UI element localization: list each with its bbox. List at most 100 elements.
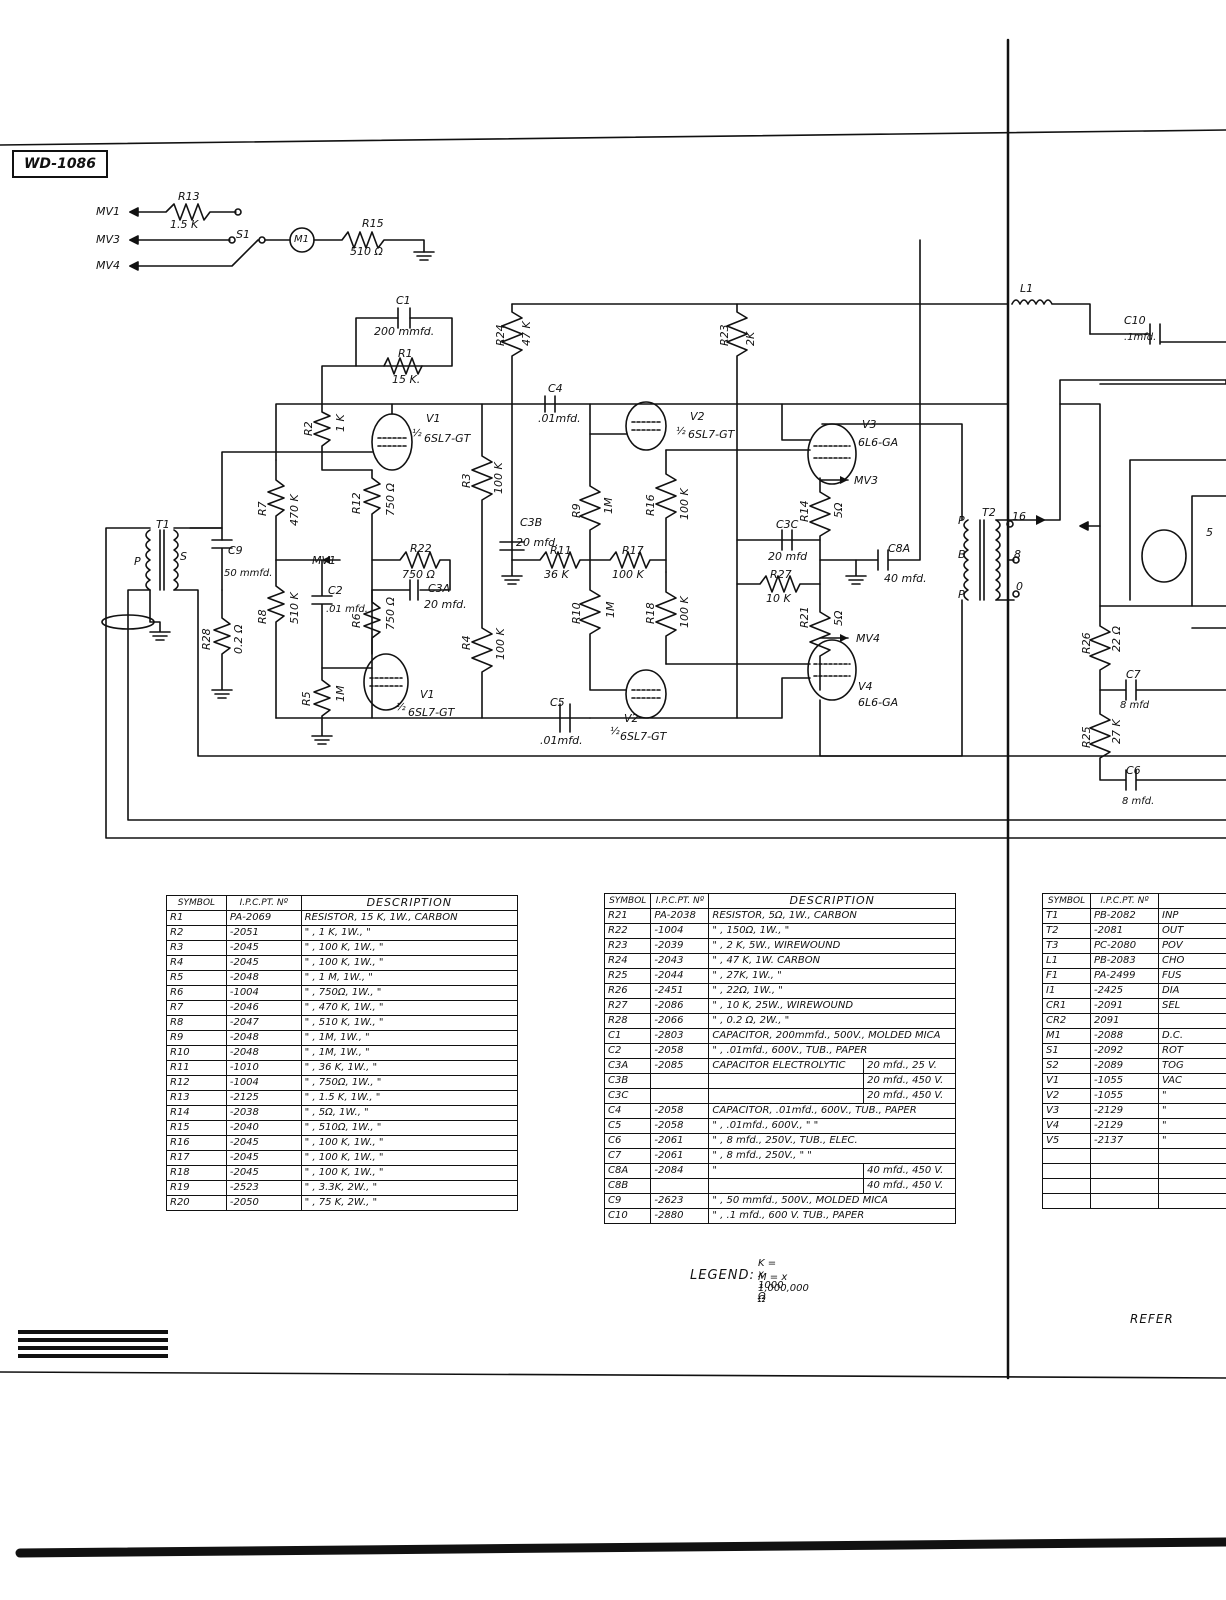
cell-symbol: R3: [166, 940, 227, 956]
cell-ipc-number: [1090, 1163, 1159, 1179]
label-r15: R15: [362, 217, 384, 230]
table-row: C8B 40 mfd., 450 V.: [603, 1178, 956, 1194]
cell-rating: 40 mfd., 450 V.: [863, 1178, 956, 1194]
cell-ipc-number: -2081: [1090, 923, 1159, 939]
cell-ipc-number: -2048: [225, 1030, 302, 1046]
cell-symbol: R7: [166, 1000, 227, 1016]
cell-description: " , 510 K, 1W., ": [300, 1015, 519, 1031]
label-c1: C1: [396, 294, 411, 307]
label-r25: R25: [1080, 726, 1093, 748]
cell-ipc-number: PA-2069: [225, 910, 302, 926]
table-row: C5-2058" , .01mfd., 600V., " ": [603, 1118, 956, 1134]
cell-symbol: C10: [603, 1208, 652, 1224]
table-row: R8-2047" , 510 K, 1W., ": [166, 1015, 519, 1031]
cell-description: CAPACITOR ELECTROLYTIC: [708, 1058, 865, 1074]
cell-rating: 20 mfd., 450 V.: [863, 1073, 956, 1089]
cell-symbol: R20: [166, 1195, 227, 1211]
cell-description: " , 750Ω, 1W., ": [300, 985, 519, 1001]
cell-description: [1158, 1178, 1226, 1194]
label-m1: M1: [294, 234, 309, 245]
cell-description: SEL: [1158, 998, 1226, 1014]
cell-description: FUS: [1158, 968, 1226, 984]
cell-symbol: R27: [603, 998, 652, 1014]
cell-ipc-number: 2091: [1090, 1013, 1159, 1029]
label-r27: R27: [770, 568, 792, 581]
cell-symbol: R12: [166, 1075, 227, 1091]
label-c5-value: .01mfd.: [540, 734, 583, 747]
cell-description: " , 100 K, 1W., ": [300, 1165, 519, 1181]
table-header-row: SYMBOL I.P.C.PT. Nº DESCRIPTION: [603, 893, 956, 909]
cell-description: " , 750Ω, 1W., ": [300, 1075, 519, 1091]
cell-ipc-number: -2058: [650, 1103, 710, 1119]
cell-symbol: CR1: [1042, 998, 1091, 1014]
table-row: R10-2048" , 1M, 1W., ": [166, 1045, 519, 1061]
cell-description: " , 100 K, 1W., ": [300, 955, 519, 971]
cell-ipc-number: -2044: [650, 968, 710, 984]
label-c2: C2: [328, 584, 343, 597]
label-c9: C9: [228, 544, 243, 557]
cell-ipc-number: -2045: [225, 1135, 302, 1151]
cell-symbol: R23: [603, 938, 652, 954]
cell-ipc-number: PC-2080: [1090, 938, 1159, 954]
cell-description: " , 100 K, 1W., ": [300, 1150, 519, 1166]
cell-symbol: R28: [603, 1013, 652, 1029]
cell-symbol: T2: [1042, 923, 1091, 939]
label-r26: R26: [1080, 632, 1093, 654]
cell-ipc-number: -2045: [225, 1165, 302, 1181]
cell-description: ": [1158, 1103, 1226, 1119]
label-v3-type: 6L6-GA: [858, 436, 899, 449]
cell-description: ROT: [1158, 1043, 1226, 1059]
table-row: V4-2129": [1042, 1118, 1226, 1134]
label-mv4-arrow: MV4: [856, 632, 881, 645]
label-r13-value: 1.5 K: [170, 218, 199, 231]
cell-ipc-number: -2137: [1090, 1133, 1159, 1149]
cell-description: ": [1158, 1118, 1226, 1134]
table-row: R5-2048" , 1 M, 1W., ": [166, 970, 519, 986]
cell-ipc-number: -2051: [225, 925, 302, 941]
label-t1: T1: [156, 518, 170, 531]
label-r18: R18: [644, 602, 657, 624]
cell-ipc-number: -2045: [225, 940, 302, 956]
cell-description: POV: [1158, 938, 1226, 954]
cell-description: " , 36 K, 1W., ": [300, 1060, 519, 1076]
label-r5: R5: [300, 691, 313, 706]
label-c4-value: .01mfd.: [538, 412, 581, 425]
c1-capacitor: [397, 307, 411, 329]
cell-ipc-number: -2045: [225, 955, 302, 971]
cell-ipc-number: -2129: [1090, 1103, 1159, 1119]
label-v4-type: 6L6-GA: [858, 696, 899, 709]
label-r21: R21: [798, 606, 811, 628]
cell-symbol: C8B: [603, 1178, 652, 1194]
cell-symbol: T1: [1042, 908, 1091, 924]
label-r9: R9: [570, 503, 583, 518]
label-r16-value: 100 K: [678, 488, 691, 520]
cell-ipc-number: PB-2083: [1090, 953, 1159, 969]
table-row: R15-2040" , 510Ω, 1W., ": [166, 1120, 519, 1136]
cell-ipc-number: -2425: [1090, 983, 1159, 999]
v2-top-tube: [625, 401, 667, 451]
label-c4: C4: [548, 382, 563, 395]
table-row: R24-2043" , 47 K, 1W. CARBON: [603, 953, 956, 969]
label-c10-value: .1mfd.: [1124, 332, 1157, 343]
cell-symbol: R19: [166, 1180, 227, 1196]
cell-ipc-number: -1010: [225, 1060, 302, 1076]
bottom-border-line: [0, 1371, 1226, 1379]
label-r24-value: 47 K: [520, 321, 533, 346]
label-t2-tap0: 0: [1016, 580, 1023, 593]
label-r3: R3: [460, 473, 473, 488]
cell-description: CAPACITOR, 200mmfd., 500V., MOLDED MICA: [708, 1028, 956, 1044]
cell-ipc-number: -2058: [650, 1043, 710, 1059]
cell-ipc-number: -1004: [225, 1075, 302, 1091]
cell-symbol: R21: [603, 908, 652, 924]
label-v4: V4: [858, 680, 873, 693]
label-mv1-top: MV1: [96, 205, 121, 218]
label-c3a: C3A: [428, 582, 451, 595]
cell-description: ": [708, 1163, 865, 1179]
cell-symbol: S2: [1042, 1058, 1091, 1074]
label-r3-value: 100 K: [492, 462, 505, 494]
